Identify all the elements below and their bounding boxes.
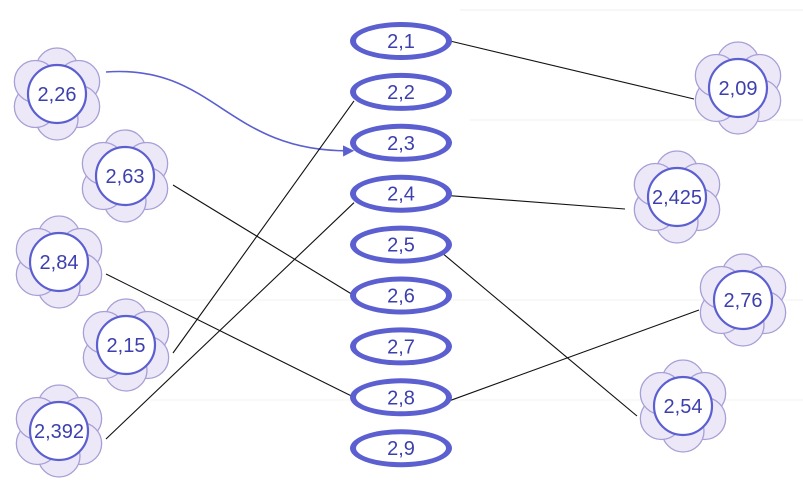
left-flower-group: 2,26 2,63 2,84 2,15 2,392: [13, 47, 170, 478]
line-2-84-to-2-8: [105, 273, 355, 398]
right-flower-2-09: 2,09: [694, 41, 782, 135]
flower-center: [652, 375, 714, 437]
line-2-4-to-2-425: [449, 195, 626, 210]
oval-inner: [356, 27, 446, 55]
scale-label: 2,7: [387, 336, 415, 358]
left-flower-2-63: 2,63: [81, 129, 169, 223]
oval-inner: [356, 128, 446, 157]
line-2-5-to-2-54: [443, 254, 638, 417]
scale-label: 2,8: [387, 387, 415, 409]
decimal-scale-column: 2,1 2,2 2,3 2,4 2,5 2,6 2,7 2,8 2,9: [350, 22, 452, 468]
scale-label: 2,2: [387, 82, 415, 104]
line-2-392-to-2-4: [105, 202, 355, 440]
flower-center: [95, 314, 157, 376]
flower-label: 2,63: [106, 166, 145, 188]
flower-label: 2,392: [34, 421, 84, 443]
left-flower-2-84: 2,84: [15, 215, 103, 309]
flower-label: 2,76: [724, 290, 763, 312]
scale-label: 2,9: [387, 438, 415, 460]
oval-inner: [356, 281, 446, 310]
scale-label: 2,5: [387, 235, 415, 257]
oval-inner: [356, 230, 446, 259]
oval-inner: [356, 179, 446, 208]
oval-inner: [356, 332, 446, 361]
left-flower-2-392: 2,392: [15, 384, 103, 478]
right-flower-2-425: 2,425: [633, 150, 721, 244]
right-flower-2-54: 2,54: [639, 359, 727, 453]
right-flower-2-76: 2,76: [699, 253, 787, 347]
flower-center: [28, 400, 90, 462]
flower-label: 2,54: [664, 396, 703, 418]
scale-label: 2,6: [387, 286, 415, 308]
line-2-63-to-2-6: [172, 184, 355, 296]
flower-center: [712, 269, 774, 331]
scale-oval-2-3: 2,3: [350, 123, 452, 162]
right-flower-group: 2,09 2,425 2,76 2,54: [633, 41, 787, 453]
scale-label: 2,4: [387, 184, 415, 206]
line-2-15-to-2-2: [172, 100, 355, 354]
scale-oval-2-4: 2,4: [350, 174, 452, 213]
flower-center: [26, 63, 88, 125]
scale-oval-2-8: 2,8: [350, 378, 452, 417]
scale-oval-2-7: 2,7: [350, 327, 452, 366]
flower-center: [94, 145, 156, 207]
line-2-1-to-2-09: [449, 40, 695, 100]
flower-label: 2,425: [652, 187, 702, 209]
scale-oval-2-6: 2,6: [350, 276, 452, 315]
scale-oval-2-9: 2,9: [350, 429, 452, 468]
flower-center: [28, 231, 90, 293]
scale-oval-2-1: 2,1: [350, 22, 452, 60]
arrow-2-26-to-2-3: [105, 70, 355, 157]
flower-label: 2,09: [719, 78, 758, 100]
scale-oval-2-2: 2,2: [350, 72, 452, 111]
flower-label: 2,84: [40, 252, 79, 274]
scale-label: 2,1: [387, 31, 415, 53]
flower-label: 2,26: [38, 84, 77, 106]
flower-label: 2,15: [107, 335, 146, 357]
scale-label: 2,3: [387, 133, 415, 155]
scale-oval-2-5: 2,5: [350, 225, 452, 264]
oval-inner: [356, 383, 446, 412]
left-flower-2-15: 2,15: [82, 298, 170, 392]
flower-center: [707, 57, 769, 119]
connector-lines: [105, 40, 700, 440]
line-2-8-to-2-76: [447, 309, 700, 402]
oval-inner: [356, 77, 446, 106]
left-flower-2-26: 2,26: [13, 47, 101, 141]
oval-inner: [356, 434, 446, 463]
flower-center: [646, 166, 708, 228]
